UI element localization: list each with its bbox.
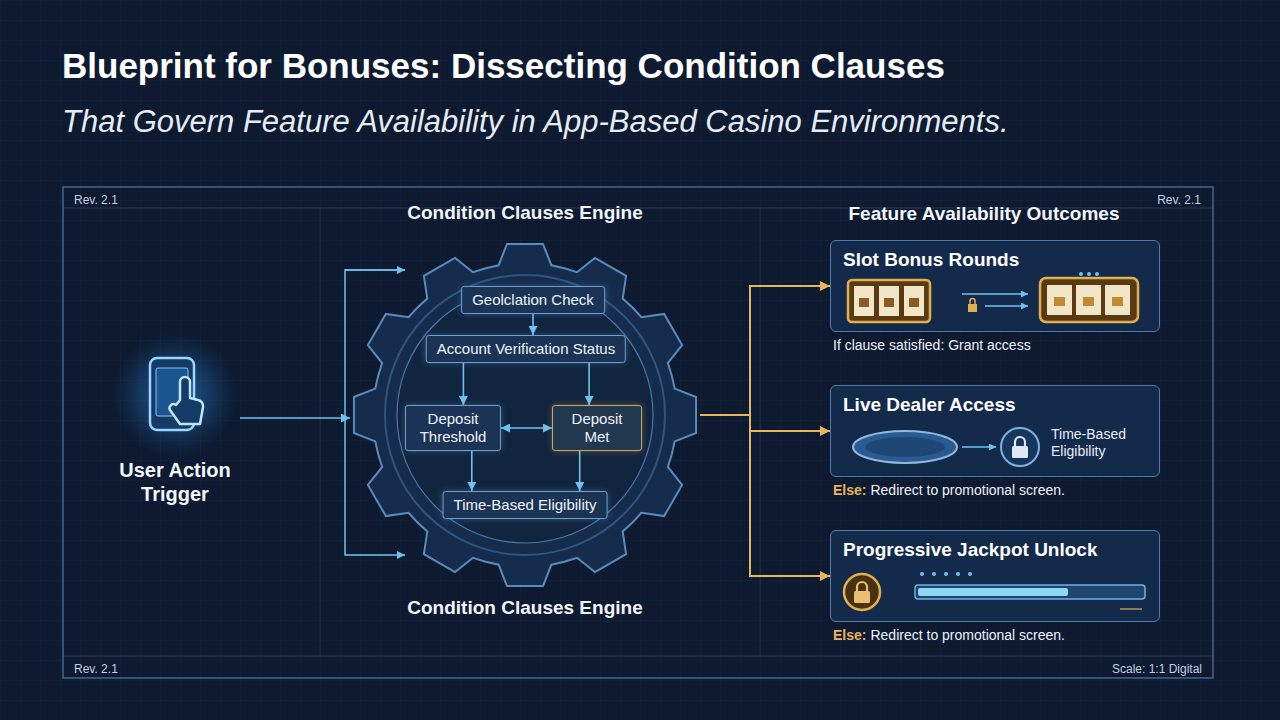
else-keyword: Else: [833,482,866,498]
revision-mark: Rev. 2.1 [74,193,118,207]
outcome-panel: Live Dealer AccessTime-Based Eligibility… [830,385,1160,477]
outcome-connector [700,286,830,415]
clause-box: Account Verification Status [426,335,626,363]
clause-label: Deposit Threshold [416,410,490,446]
clause-label: Time-Based Eligibility [454,496,597,514]
outcome-connector [700,415,830,576]
outcome-rule: If clause satisfied: Grant access [833,337,1031,353]
node-label: User Action Trigger [110,330,240,506]
outcome-rule: Redirect to promotional screen. [870,627,1065,643]
revision-mark: Rev. 2.1 [1157,193,1201,207]
else-keyword: Else: [833,627,866,643]
clause-label: Geolclation Check [472,291,594,309]
panel-heading: Progressive Jackpot Unlock [843,539,1098,561]
trigger-node: User Action Trigger [110,330,240,506]
outcome-note-line: If clause satisfied: Grant access [833,337,1031,353]
outcome-panel: Slot Bonus RoundsIf clause satisfied: Gr… [830,240,1160,332]
engine-heading: Condition Clauses Engine [310,202,740,224]
scale-note: Scale: 1:1 Digital [1112,662,1202,676]
clause-label: Deposit Met [563,410,631,446]
engine-gear: Condition Clauses EngineGeolclation Chec… [350,240,700,590]
phone-icon [111,331,239,459]
outcome-rule: Redirect to promotional screen. [870,482,1065,498]
diagram-title: Blueprint for Bonuses: Dissecting Condit… [62,46,945,86]
slot-reels-icon [848,272,1138,322]
panel-heading: Live Dealer Access [843,394,1016,416]
outcome-panel: Progressive Jackpot UnlockElse:Redirect … [830,530,1160,622]
panel-heading: Slot Bonus Rounds [843,249,1019,271]
clause-box: Geolclation Check [461,286,605,314]
section-heading: Feature Availability Outcomes [848,203,1119,225]
clause-box: Deposit Threshold [405,405,501,451]
flow-arrow [240,417,350,419]
outcome-note-line: Else:Redirect to promotional screen. [833,482,1065,498]
jackpot-meter-icon [844,572,1145,610]
panel-note: Time-Based Eligibility [1051,426,1151,460]
outcome-connector [700,415,830,431]
clause-box: Deposit Met [552,405,642,451]
revision-mark: Rev. 2.1 [74,662,118,676]
section-heading: Condition Clauses Engine [407,597,642,619]
clause-label: Account Verification Status [437,340,615,358]
outcome-note-line: Else:Redirect to promotional screen. [833,627,1065,643]
clause-box: Time-Based Eligibility [443,491,608,519]
subtitle: That Govern Feature Availability in App-… [62,104,1009,140]
dealer-table-icon [853,428,1039,466]
